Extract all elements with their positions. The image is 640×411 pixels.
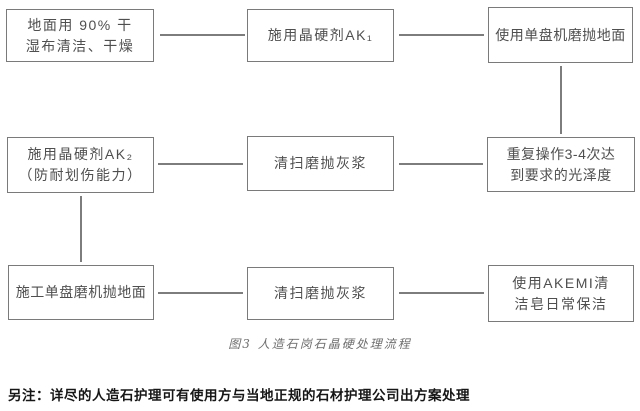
connector-row3-right: [399, 292, 484, 294]
connector-row3-left: [158, 292, 243, 294]
connector-row1-left: [160, 34, 245, 36]
connector-down-right: [560, 66, 562, 134]
footer-note: 另注：详尽的人造石护理可有使用方与当地正规的石材护理公司出方案处理: [8, 388, 470, 403]
node-sweep-slurry-1-label: 清扫磨抛灰浆: [274, 155, 367, 171]
connector-down-left: [80, 196, 82, 262]
node-akemi-daily-care-label: 使用AKEMI清 洁皂日常保洁: [512, 274, 610, 312]
node-apply-ak2-label: 施用晶硬剂AK₂ （防耐划伤能力）: [18, 146, 143, 183]
node-clean-floor-label: 地面用 90% 干 湿布清洁、干燥: [25, 16, 135, 54]
node-sweep-slurry-2-label: 清扫磨抛灰浆: [274, 285, 367, 301]
node-repeat-3-4-times: 重复操作3-4次达 到要求的光泽度: [487, 137, 635, 192]
node-clean-floor: 地面用 90% 干 湿布清洁、干燥: [6, 9, 154, 62]
connector-row2-right: [399, 163, 483, 165]
node-polish-machine-label: 使用单盘机磨抛地面: [495, 26, 626, 43]
node-single-disc-polish: 施工单盘磨机抛地面: [8, 265, 154, 320]
figure-caption: 图3 人造石岗石晶硬处理流程: [228, 337, 412, 351]
connector-row2-left: [158, 163, 243, 165]
node-akemi-daily-care: 使用AKEMI清 洁皂日常保洁: [488, 265, 634, 322]
connector-row1-right: [399, 34, 484, 36]
node-sweep-slurry-2: 清扫磨抛灰浆: [247, 267, 394, 320]
node-polish-machine: 使用单盘机磨抛地面: [488, 7, 633, 63]
node-apply-ak1-label: 施用晶硬剂AK₁: [267, 27, 374, 43]
node-single-disc-polish-label: 施工单盘磨机抛地面: [15, 284, 147, 300]
node-apply-ak1: 施用晶硬剂AK₁: [247, 9, 394, 62]
node-repeat-3-4-times-label: 重复操作3-4次达 到要求的光泽度: [506, 145, 616, 183]
node-sweep-slurry-1: 清扫磨抛灰浆: [247, 136, 394, 191]
node-apply-ak2: 施用晶硬剂AK₂ （防耐划伤能力）: [7, 137, 154, 193]
